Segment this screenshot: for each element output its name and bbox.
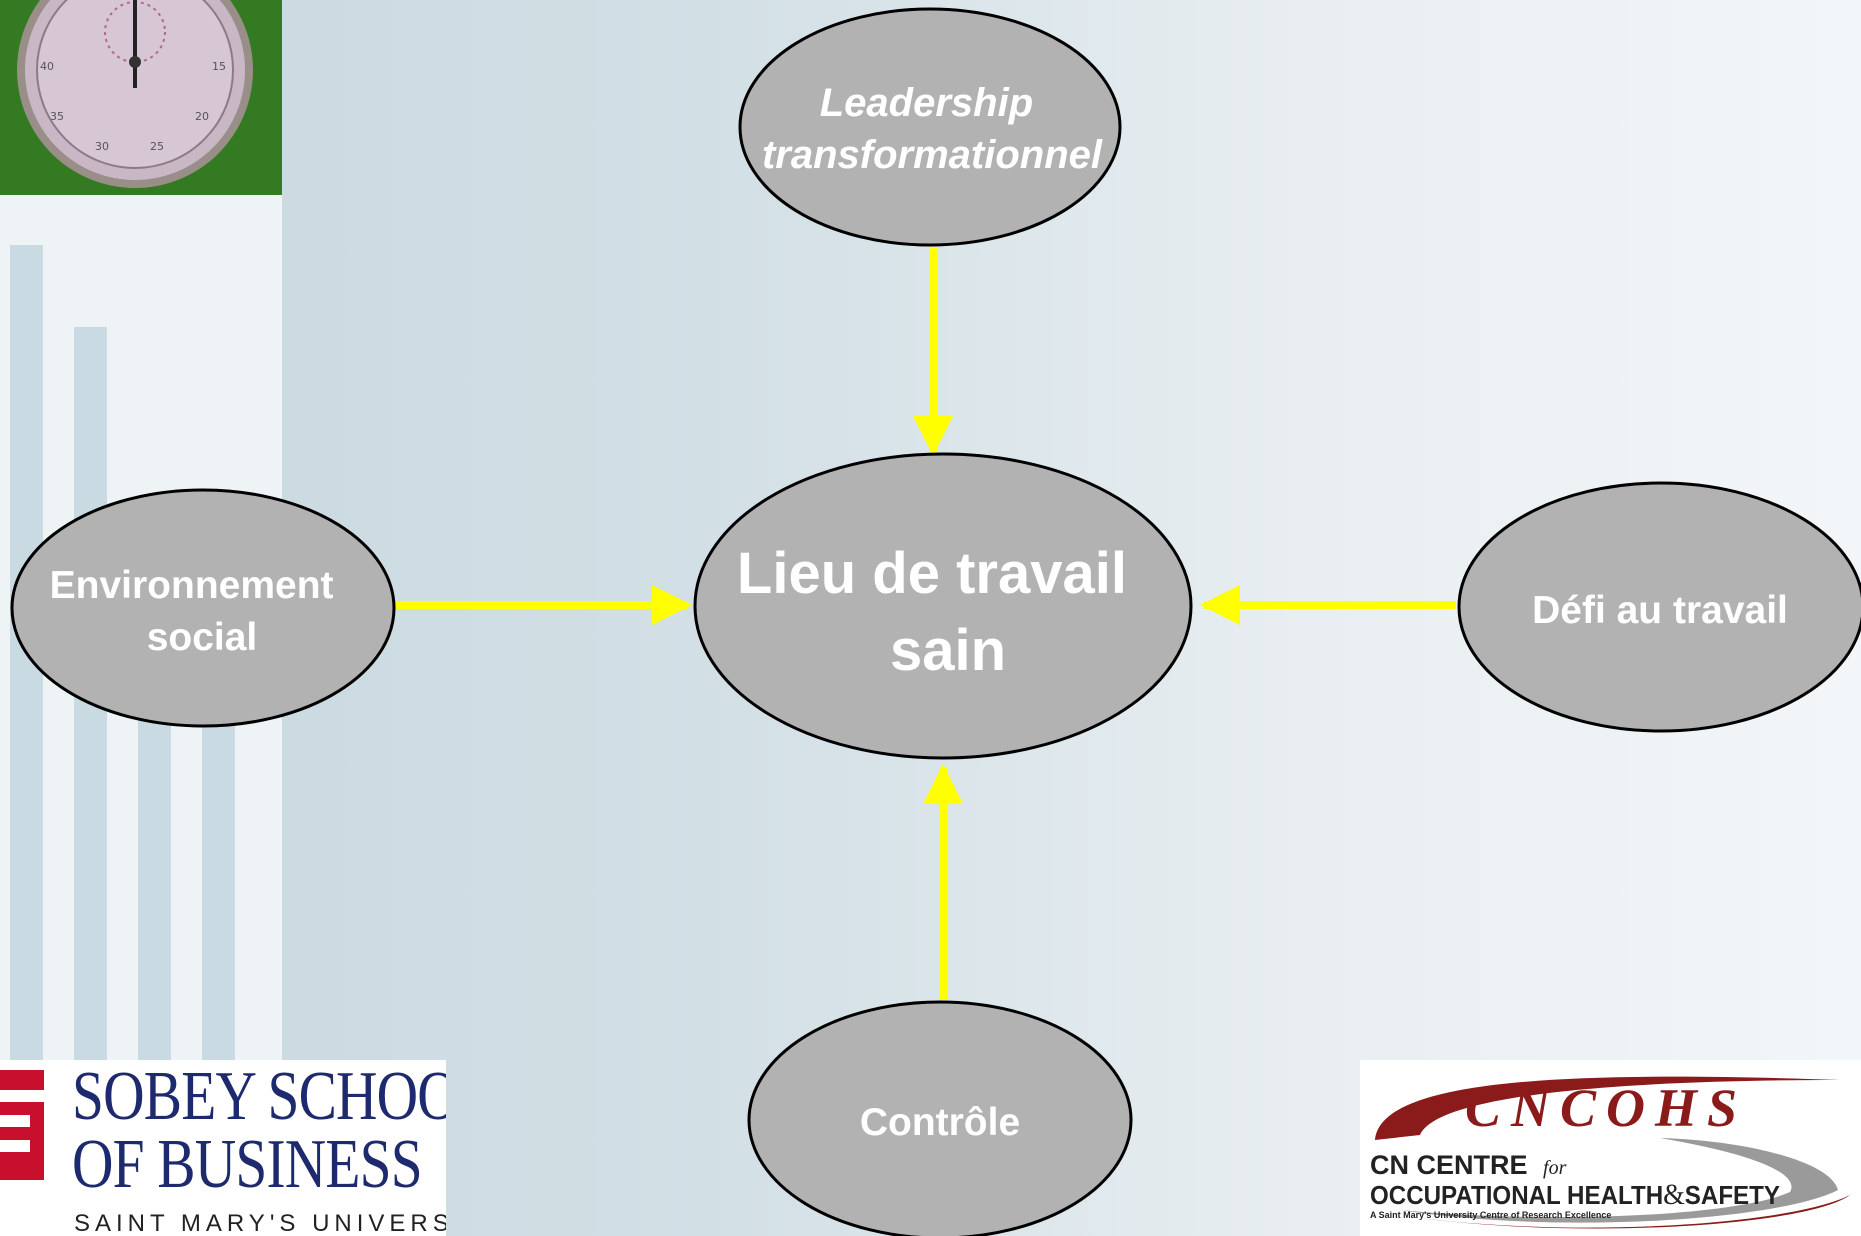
node-social-environment-label: Environnement social (50, 564, 345, 659)
node-leadership-shape (738, 7, 1122, 247)
cncohs-tagline: A Saint Mary's University Centre of Rese… (1370, 1210, 1611, 1220)
sobey-line-2: OF BUSINESS (72, 1126, 423, 1203)
sobey-line-1: SOBEY SCHOOL (72, 1060, 446, 1135)
cncohs-line-2: OCCUPATIONAL HEALTH&SAFETY (1370, 1178, 1780, 1211)
cncohs-logo: CNCOHS CN CENTRE for OCCUPATIONAL HEALTH… (1360, 1060, 1861, 1236)
cncohs-line-1: CN CENTRE for (1370, 1150, 1567, 1180)
sobey-university-line: SAINT MARY'S UNIVERSITY (74, 1210, 446, 1236)
node-work-challenge-label: Défi au travail (1532, 589, 1788, 632)
cncohs-swoosh-icon: CNCOHS CN CENTRE for OCCUPATIONAL HEALTH… (1370, 1076, 1850, 1229)
node-leadership-label: Leadership transformationnel (762, 81, 1103, 177)
stopwatch-icon: 15 20 25 30 35 40 (17, 0, 253, 188)
node-workplace-shape (693, 452, 1193, 760)
stopwatch-image: 15 20 25 30 35 40 (0, 0, 282, 195)
svg-text:25: 25 (150, 140, 164, 153)
svg-text:40: 40 (40, 60, 54, 73)
svg-text:35: 35 (50, 110, 64, 123)
node-workplace: Lieu de travail sain (693, 452, 1193, 760)
svg-text:15: 15 (212, 60, 226, 73)
node-leadership: Leadership transformationnel (738, 7, 1122, 247)
node-work-challenge-shape (1457, 481, 1861, 733)
node-social-environment-shape (10, 488, 396, 728)
node-social-environment: Environnement social (10, 488, 396, 728)
cncohs-acronym: CNCOHS (1465, 1078, 1747, 1138)
sobey-school-logo: SOBEY SCHOOL OF BUSINESS SAINT MARY'S UN… (0, 1060, 446, 1236)
decorative-bar (138, 690, 171, 1060)
node-control-shape (747, 1000, 1133, 1236)
svg-text:20: 20 (195, 110, 209, 123)
node-control-label: Contrôle (860, 1101, 1020, 1144)
decorative-bar (202, 720, 235, 1060)
sobey-shield-icon (0, 1070, 44, 1180)
node-work-challenge: Défi au travail (1457, 481, 1861, 733)
svg-text:30: 30 (95, 140, 109, 153)
node-workplace-label: Lieu de travail sain (737, 541, 1143, 683)
node-control: Contrôle (747, 1000, 1133, 1236)
